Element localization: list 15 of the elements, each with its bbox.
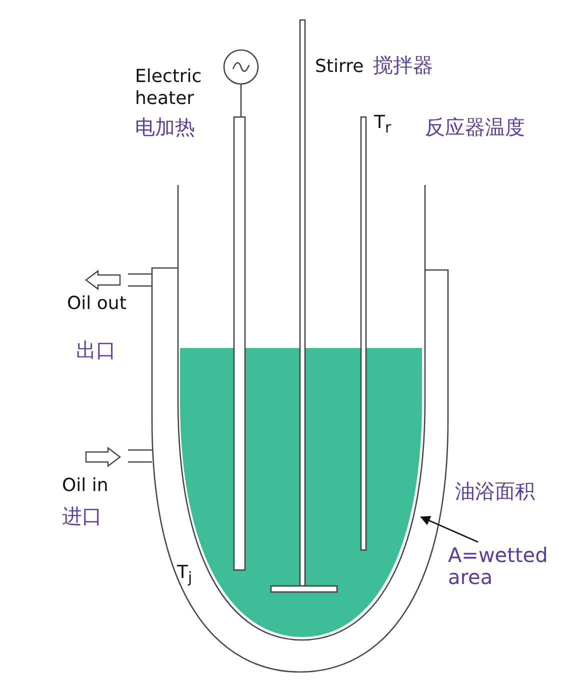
label: 搅拌器 — [373, 54, 433, 76]
label: Oil out — [67, 293, 126, 315]
label: Electric heater — [135, 66, 203, 110]
label: T$_{j}$ — [177, 562, 192, 589]
leader-line — [420, 516, 478, 543]
label: 电加热 — [135, 116, 195, 138]
callout-text: A=wetted area — [448, 544, 558, 588]
label: 进口 — [62, 505, 102, 527]
label: Stirre — [315, 56, 364, 78]
label: T$_{r}$ — [374, 112, 392, 139]
label: Oil in — [62, 475, 108, 497]
vessel — [177, 185, 426, 641]
label: 油浴面积 — [455, 480, 535, 502]
label: 反应器温度 — [425, 116, 525, 138]
label: 出口 — [76, 339, 116, 361]
